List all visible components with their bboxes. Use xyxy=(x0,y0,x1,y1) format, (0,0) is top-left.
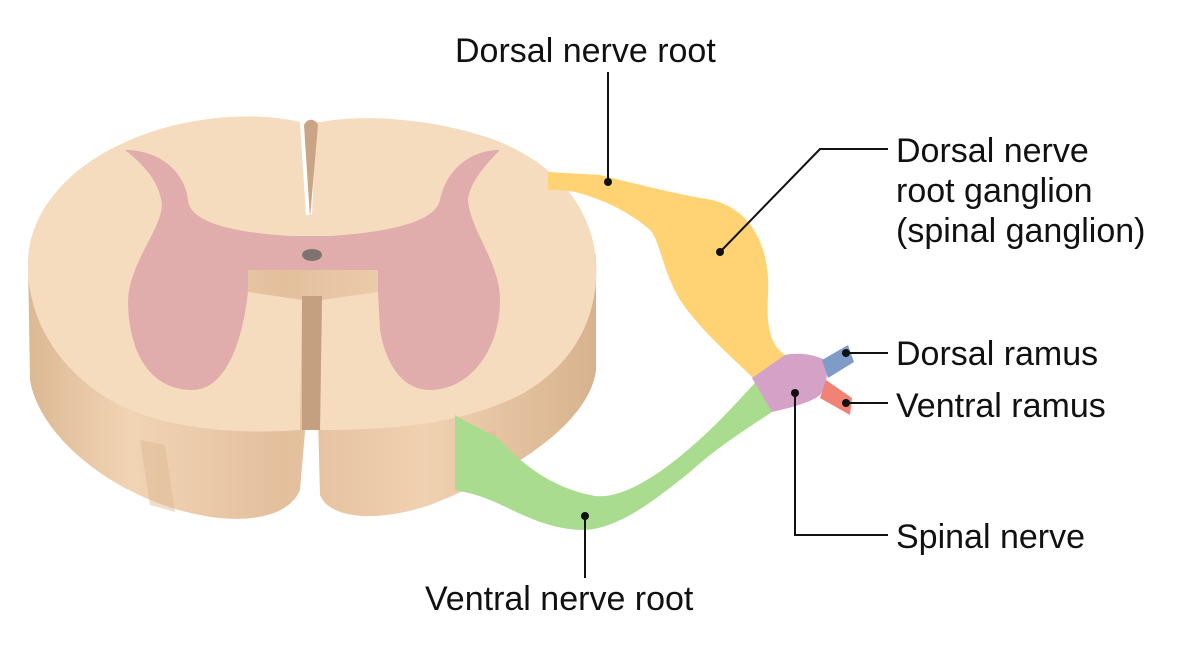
leader-dot-spinal-nerve xyxy=(791,389,799,397)
posterior-median-sulcus xyxy=(304,119,318,218)
anterior-median-fissure xyxy=(302,296,322,430)
label-ganglion-line1: Dorsal nerve xyxy=(896,132,1089,170)
spinal-nerve-shape xyxy=(752,353,827,412)
grey-matter xyxy=(125,150,500,390)
dorsal-ramus-shape xyxy=(822,345,854,378)
ventral-nerve-root-shape xyxy=(455,378,772,530)
leader-dot-dorsal-ramus xyxy=(842,349,850,357)
central-canal xyxy=(302,249,322,261)
label-ganglion-line3: (spinal ganglion) xyxy=(896,212,1146,250)
leader-dot-ventral-nerve-root xyxy=(581,512,589,520)
label-ganglion-line2: root ganglion xyxy=(896,172,1093,210)
spinal-cord xyxy=(27,116,597,519)
label-ventral-ramus: Ventral ramus xyxy=(896,387,1106,425)
leader-dot-ventral-ramus xyxy=(842,399,850,407)
leaders xyxy=(581,72,888,578)
labels: Dorsal nerve root Dorsal nerve root gang… xyxy=(425,32,1146,618)
leader-dot-dorsal-nerve-root xyxy=(604,178,612,186)
label-ventral-nerve-root: Ventral nerve root xyxy=(425,580,694,618)
ventral-ramus-shape xyxy=(820,380,852,415)
label-dorsal-ramus: Dorsal ramus xyxy=(896,335,1098,373)
leader-ganglion xyxy=(719,148,888,253)
dorsal-nerve-root-shape xyxy=(548,172,785,380)
label-dorsal-nerve-root: Dorsal nerve root xyxy=(455,32,716,70)
leader-spinal-nerve xyxy=(794,393,888,536)
spinal-cord-side-shade xyxy=(140,440,175,512)
label-spinal-nerve: Spinal nerve xyxy=(896,518,1085,556)
leader-dot-ganglion xyxy=(716,248,724,256)
